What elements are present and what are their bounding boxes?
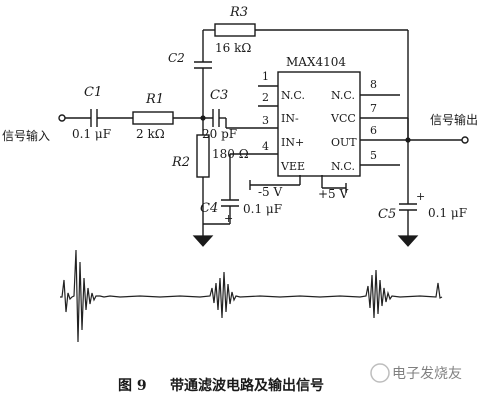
- ground-left-icon: [192, 235, 214, 247]
- c3-value: 20 pF: [202, 127, 237, 141]
- pin-number: 6: [370, 124, 377, 137]
- figure-number: 图 9: [118, 378, 147, 394]
- pin-vee: VEE: [280, 160, 305, 173]
- pin-name: N.C.: [281, 89, 305, 102]
- neg-supply-label: -5 V: [258, 185, 283, 199]
- c3-label: C3: [210, 88, 228, 103]
- pin-number: 8: [370, 78, 377, 91]
- c1-value: 0.1 μF: [72, 127, 111, 141]
- watermark-text: 电子发烧友: [392, 366, 462, 382]
- c4-value: 0.1 μF: [243, 202, 282, 216]
- ic-name: MAX4104: [286, 55, 346, 69]
- pin-name: VCC: [330, 112, 356, 125]
- pin-number: 4: [262, 140, 269, 153]
- junction-dot: [405, 137, 411, 143]
- c4-label: C4: [200, 201, 218, 216]
- input-terminal: [58, 114, 66, 122]
- output-waveform: [60, 249, 443, 343]
- r3-resistor: [214, 23, 256, 37]
- junction-dot: [200, 115, 206, 121]
- figure-caption: 带通滤波电路及输出信号: [170, 377, 324, 394]
- r3-label: R3: [229, 5, 248, 20]
- pin-number: 2: [262, 91, 269, 104]
- pin-number: 7: [370, 102, 377, 115]
- output-label: 信号输出: [430, 112, 478, 127]
- pin-number: 3: [262, 114, 269, 127]
- pin-name: OUT: [331, 136, 357, 149]
- c2-label: C2: [168, 51, 185, 65]
- watermark-logo: 电子发烧友: [370, 363, 462, 383]
- max4104-ic: [277, 71, 361, 177]
- r3-value: 16 kΩ: [215, 41, 251, 55]
- input-label: 信号输入: [2, 128, 50, 143]
- c5-value: 0.1 μF: [428, 206, 467, 220]
- pin-name: N.C.: [331, 89, 355, 102]
- r2-label: R2: [171, 155, 190, 170]
- output-terminal: [461, 136, 469, 144]
- pin-number: 5: [370, 149, 377, 162]
- c5-plus: +: [416, 190, 425, 203]
- r1-value: 2 kΩ: [136, 127, 165, 141]
- ground-right-icon: [397, 235, 419, 247]
- pin-number: 1: [262, 70, 269, 83]
- r1-resistor: [132, 111, 174, 125]
- r1-label: R1: [145, 92, 164, 107]
- c4-plus: +: [224, 212, 233, 225]
- c1-label: C1: [84, 85, 102, 100]
- pin-name: N.C.: [331, 160, 355, 173]
- r2-value: 180 Ω: [212, 147, 249, 161]
- pin-name: IN-: [281, 112, 299, 125]
- c5-label: C5: [378, 207, 396, 222]
- pos-supply-label: +5 V: [318, 187, 349, 201]
- r2-resistor: [196, 134, 210, 178]
- pin-name: IN+: [281, 136, 304, 149]
